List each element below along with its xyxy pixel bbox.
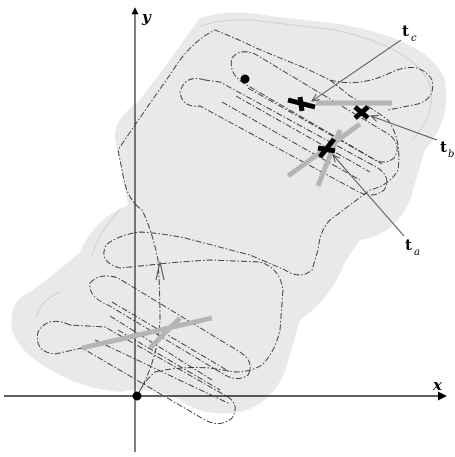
label-tb: t b bbox=[440, 138, 454, 160]
svg-text:t: t bbox=[440, 138, 447, 156]
robot-trajectory bbox=[103, 29, 400, 397]
black-cross-marks bbox=[287, 96, 370, 159]
start-point bbox=[240, 74, 250, 84]
lower-coverage-passes bbox=[36, 275, 251, 424]
svg-text:b: b bbox=[448, 149, 454, 160]
y-axis-label: y bbox=[141, 8, 152, 26]
label-ta: t a bbox=[405, 236, 420, 258]
upper-coverage-passes bbox=[179, 51, 434, 196]
svg-text:t: t bbox=[405, 236, 412, 254]
coverage-halo bbox=[11, 12, 447, 414]
origin-point bbox=[132, 391, 142, 401]
svg-text:t: t bbox=[402, 22, 409, 40]
svg-text:c: c bbox=[411, 33, 417, 44]
direction-arrow-icon bbox=[155, 261, 165, 281]
gray-cross-marks bbox=[81, 100, 392, 351]
annotation-arrows bbox=[312, 39, 438, 237]
svg-text:a: a bbox=[414, 247, 420, 258]
label-tc: t c bbox=[402, 22, 417, 44]
x-axis-label: x bbox=[432, 376, 443, 394]
